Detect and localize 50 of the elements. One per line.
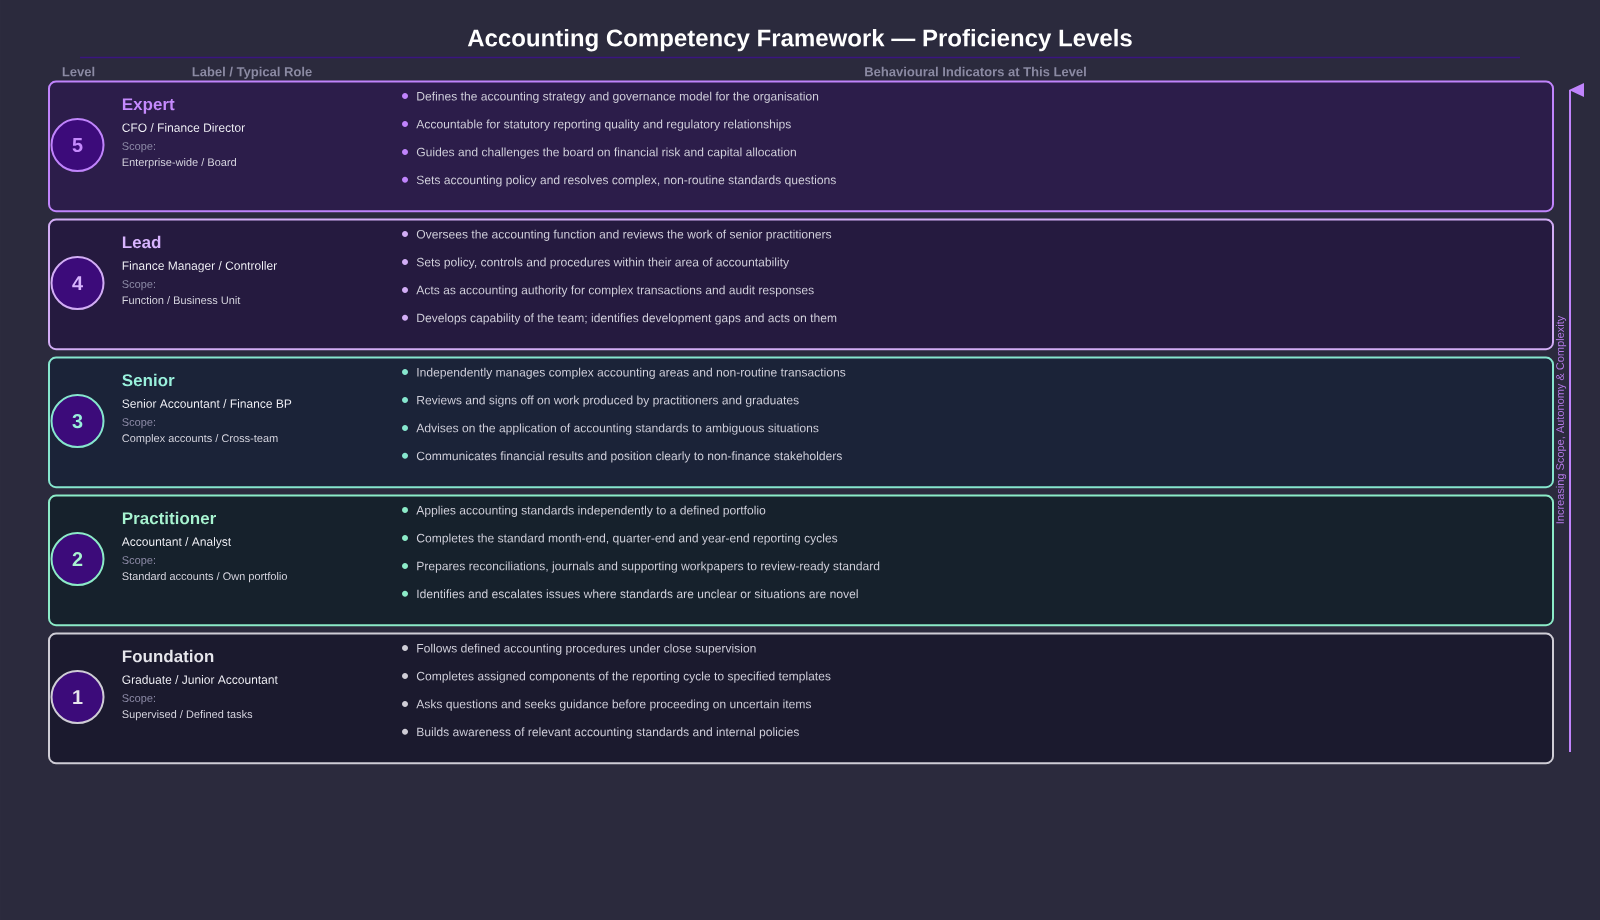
role-text: Senior Accountant / Finance BP [122,399,292,408]
indicator-text: Accountable for statutory reporting quality and regulatory relationships [416,119,791,131]
indicator-text: Completes the standard month-end, quarter-end and year-end reporting cycles [416,533,838,545]
level-title: Expert [122,98,175,114]
indicator-text: Oversees the accounting function and reviews the work of senior practitioners [416,229,832,241]
indicator-text: Acts as accounting authority for complex transactions and audit responses [416,285,814,297]
column-header: Behavioural Indicators at This Level [865,66,1086,77]
indicator-text: Guides and challenges the board on financial risk and capital allocation [416,147,796,159]
indicator-text: Develops capability of the team; identifies development gaps and acts on them [417,313,837,325]
role-text: Accountant / Analyst [121,537,232,549]
indicator-text: Prepares reconciliations, journals and supporting workpapers to review-ready standard [417,561,880,573]
scope-label: Scope: [122,556,155,567]
indicator-text: Applies accounting standards independently to a defined portfolio [416,505,766,517]
indicator-text: Identifies and escalates issues where standards are unclear or situations are novel [417,589,858,599]
role-text: Graduate / Junior Accountant [122,675,278,684]
scope-text: Function / Business Unit [122,296,241,305]
level-band [48,218,1554,351]
indicator-text: Reviews and signs off on work produced by practitioners and graduates [417,395,799,407]
scope-text: Supervised / Defined tasks [122,710,253,721]
scope-text: Standard accounts / Own portfolio [122,572,287,583]
title: Accounting Competency Framework — Proficiency Levels [467,28,1132,52]
indicator-text: Advises on the application of accounting standards to ambiguous situations [416,423,819,435]
column-header: Level [62,66,95,77]
indicator-text: Asks questions and seeks guidance before proceeding on uncertain items [416,699,812,711]
level-title: Practitioner [122,511,216,525]
indicator-text: Follows defined accounting procedures under close supervision [417,643,756,655]
level-band [48,80,1554,213]
level-title: Lead [122,235,161,249]
indicator-text: Independently manages complex accounting areas and non-routine transactions [417,367,846,379]
indicator-text: Sets policy, controls and procedures within their area of accountability [416,257,790,269]
level-band [48,494,1554,627]
role-text: CFO / Finance Director [122,123,245,132]
level-band [48,356,1554,489]
axis-label: Increasing Scope, Autonomy & Complexity [1555,315,1567,524]
indicator-text: Communicates financial results and position clearly to non-finance stakeholders [416,451,842,463]
level-band [48,632,1554,765]
role-text: Finance Manager / Controller [122,261,277,273]
scope-label: Scope: [122,418,155,429]
indicator-text: Builds awareness of relevant accounting standards and internal policies [417,727,799,739]
column-header: Label / Typical Role [192,66,312,79]
scope-label: Scope: [122,142,155,153]
scope-label: Scope: [122,280,155,291]
indicator-text: Sets accounting policy and resolves complex, non-routine standards questions [416,175,836,187]
indicator-text: Defines the accounting strategy and governance model for the organisation [417,91,819,103]
level-title: Foundation [122,649,214,663]
scope-text: Enterprise-wide / Board [122,158,236,169]
level-title: Senior [122,373,175,387]
indicator-text: Completes assigned components of the reporting cycle to specified templates [416,671,831,683]
scope-text: Complex accounts / Cross-team [122,434,278,445]
scope-label: Scope: [122,694,155,705]
